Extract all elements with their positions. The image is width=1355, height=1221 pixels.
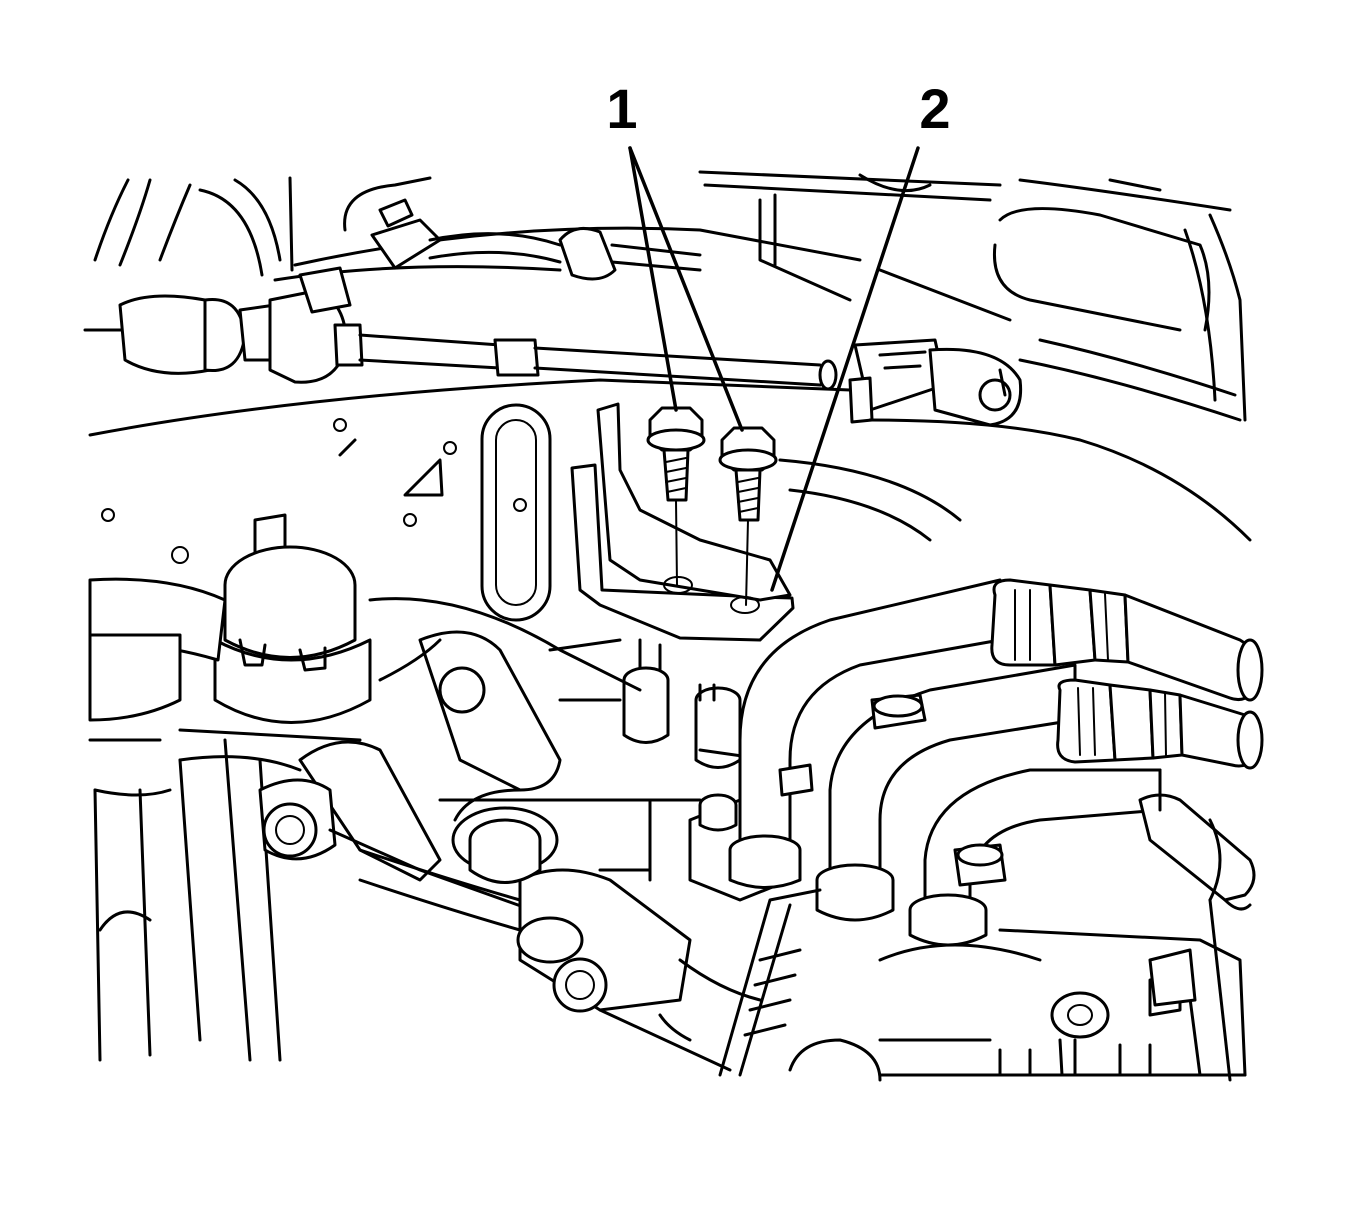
upper-body-panel <box>93 170 1247 422</box>
callout-1-leader-left <box>628 146 678 412</box>
callout-1-label: 1 <box>606 77 637 140</box>
upper-hose <box>370 198 702 281</box>
oil-pan <box>718 818 1247 1082</box>
oval-slot <box>480 403 552 622</box>
callout-2: 2 <box>770 77 951 592</box>
callout-1-leader-right <box>628 146 744 432</box>
electrical-connector <box>848 338 1023 427</box>
hose-fitting-upper <box>990 578 1264 702</box>
bracket <box>570 402 795 692</box>
bolt-left <box>646 406 706 586</box>
callout-1: 1 <box>606 77 744 432</box>
callout-2-label: 2 <box>919 77 950 140</box>
hose-fitting-lower <box>1056 678 1264 770</box>
center-boss <box>451 788 559 884</box>
shift-cable <box>83 266 838 391</box>
bolt-right <box>718 426 778 606</box>
hose-bend-right <box>1138 768 1256 911</box>
pipe-nuts <box>778 693 1007 887</box>
sensor-cylinder <box>88 513 372 797</box>
callout-2-leader <box>770 146 920 592</box>
engine-block-face <box>88 378 1252 564</box>
cooler-line-3 <box>908 768 1162 947</box>
